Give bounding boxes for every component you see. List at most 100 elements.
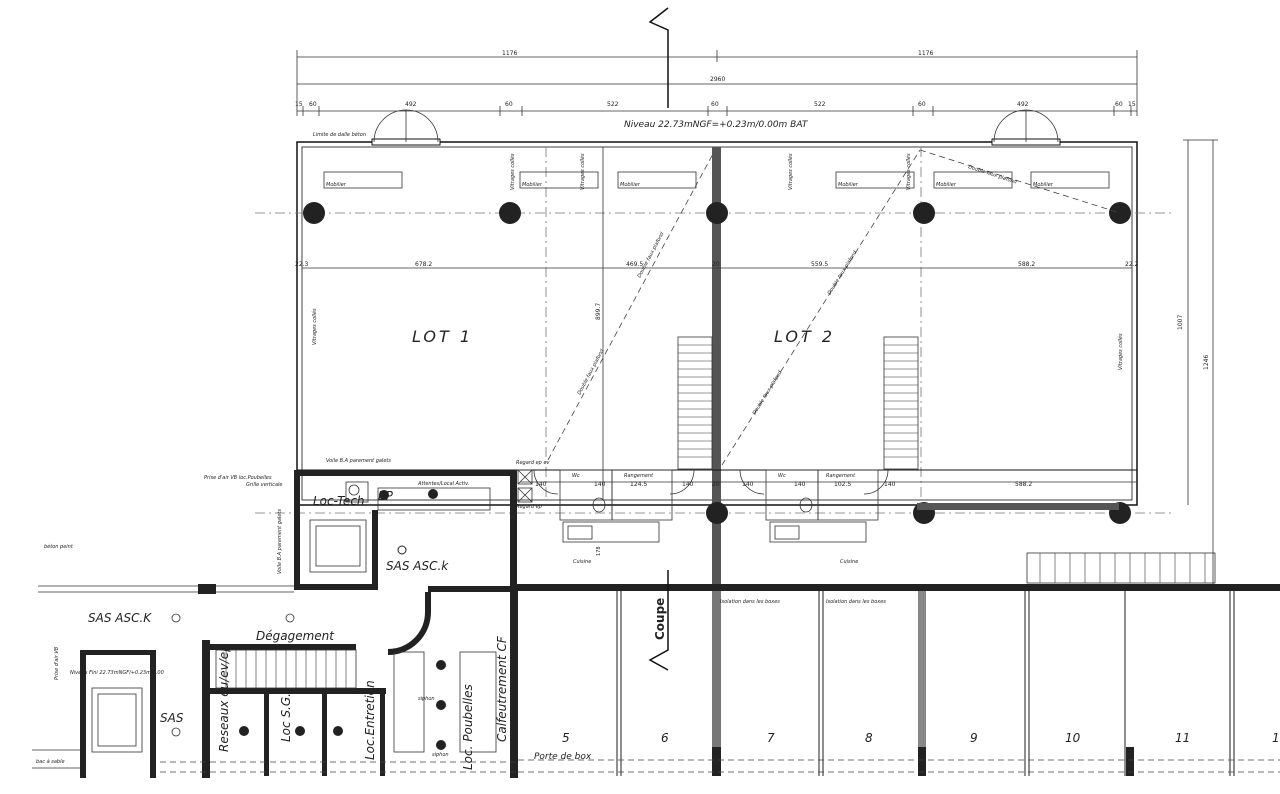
dim-right-2: 1246 [1203,355,1210,370]
boxes-row [518,591,1280,776]
dim-inner: 678.2 [415,261,432,268]
lower-left-block [32,584,518,778]
regard-ev-label: Regard ep ev [516,460,551,466]
limite-label: Limite de dalle béton [313,131,366,138]
dim-seg: 60 [505,101,513,108]
mobilier-label: Mobilier [620,182,641,188]
dimension-lines: 1176 1176 2960 15 60 492 60 522 60 522 6… [295,50,1138,116]
dim-lower: 140 [682,481,694,488]
vitrages-label: Vitrages collés [905,153,912,190]
double-faux-label: Double faux plafond [752,369,784,416]
regard-boxes: Regard ep ev Regard ep [516,460,551,510]
section-break-top [648,7,669,108]
reseaux-label: Reseaux eu/ev/ep [217,644,231,752]
dim-seg: 60 [309,101,317,108]
mobilier-label: Mobilier [936,182,957,188]
lower-dims: 140 140 124.5 140 140 140 102.5 140 20 5… [535,481,1032,488]
vitrages-label: Vitrages collés [787,153,794,190]
beton-peint-label: béton peint [44,543,74,550]
box-number: 5 [562,731,570,745]
siphon-label: siphon [418,696,435,702]
boxes-top-wall [510,584,1280,591]
bac-label: bac à sable [36,758,65,765]
isolation-label: Isolation dans les boxes [826,599,886,605]
dim-lower: 140 [535,481,547,488]
mobilier-label: Mobilier [522,182,543,188]
dim-seg: 60 [711,101,719,108]
dim-lower: 140 [884,481,896,488]
mobilier-label: Mobilier [1033,182,1054,188]
loc-entretien-label: Loc.Entretien [363,680,377,760]
sas-asc-k-label: SAS ASC.K [88,611,152,625]
dim-seg: 15 [295,101,303,108]
loc-sg-label: Loc S.G. [279,693,293,742]
attentes-label: Attentes/Local Activ. [417,481,469,487]
dim-inner: 22.3 [295,261,309,268]
sas-asc-label: SAS ASC.k [386,559,449,573]
lot-2-lower-wall [917,503,1119,510]
dim-lower: 102.5 [834,481,851,488]
cuisine-label: Cuisine [840,559,858,565]
lot-2-service: Wc Rangement Cuisine [739,469,889,565]
vitrages-label: Vitrages collés [1117,333,1124,370]
right-dimensions: 1007 1246 [1177,139,1218,585]
section-break-bottom [648,570,669,671]
dim-seg: 492 [1017,101,1029,108]
level-label: Niveau 22.73mNGF=+0.23m/0.00m BAT [624,120,809,130]
double-faux-label: Double faux plafond [827,249,859,296]
door-top-left [371,109,441,146]
mobilier-label: Mobilier [838,182,859,188]
stair-lot-2 [883,336,919,470]
mobilier-blocks: Mobilier Mobilier Mobilier Mobilier Mobi… [323,171,1110,189]
loc-tech-block: Loc-Tech EP Attentes/Local Activ. SAS AS… [294,470,517,590]
lot-1-service: Wc Rangement Cuisine 178 [533,469,695,565]
party-wall [712,147,721,585]
wc-label: Wc [572,473,580,479]
dim-top-left: 1176 [502,50,517,57]
wc-label: Wc [778,473,786,479]
loc-poubelles-label: Loc. Poubelles [461,684,475,770]
vitrages-label: Vitrages collés [311,308,318,345]
vitrages-label: Vitrages collés [579,153,586,190]
dim-lower: 588.2 [1015,481,1032,488]
sas-label: SAS [160,711,184,725]
dim-inner: 588.2 [1018,261,1035,268]
dim-lower: 20 [712,481,720,488]
dim-inner: 22.2 [1125,261,1139,268]
siphon-label: siphon [432,752,449,758]
voile-parement-label: Voile B.A parement galets [277,509,283,574]
box-number: 11 [1175,731,1190,745]
dim-lower: 140 [594,481,606,488]
dim-lower: 140 [794,481,806,488]
dim-lower: 140 [742,481,754,488]
dim-seg: 60 [918,101,926,108]
dim-seg: 15 [1128,101,1136,108]
degagement-label: Dégagement [256,629,335,643]
dim-seg: 522 [607,101,619,108]
dim-seg: 60 [1115,101,1123,108]
ep-label: EP [378,489,394,503]
isolation-label: Isolation dans les boxes [720,599,780,605]
dim-kitchen: 178 [596,546,602,556]
rangement-label: Rangement [624,473,654,479]
box-number: 7 [767,731,775,745]
box-number: 8 [865,731,873,745]
dim-mid-vertical: 899.7 [595,303,602,320]
calfeutrement-label: Calfeutrement CF [495,635,509,742]
box-number: 10 [1065,731,1081,745]
double-faux-label: Double faux plafond [576,348,605,396]
voile-label: Voile B.A parement galets [326,458,391,464]
dim-seg: 522 [814,101,826,108]
dim-inner: 469.5 [626,261,643,268]
box-number: 9 [970,731,978,745]
level-label-lower: Niveau Fini 22.73mNGF/+0.23m/0.00 [70,670,164,676]
dim-seg: 492 [405,101,417,108]
lot-2-label: LOT 2 [774,327,835,346]
vitrages-label: Vitrages collés [509,153,516,190]
columns [303,202,1131,524]
prise-air-vb-label: Prise d'air VB [54,646,60,680]
double-faux-label: Double faux plafond [967,164,1018,186]
grille-label: Grille verticale [246,482,282,488]
porte-box-label: Porte de box [534,752,592,762]
